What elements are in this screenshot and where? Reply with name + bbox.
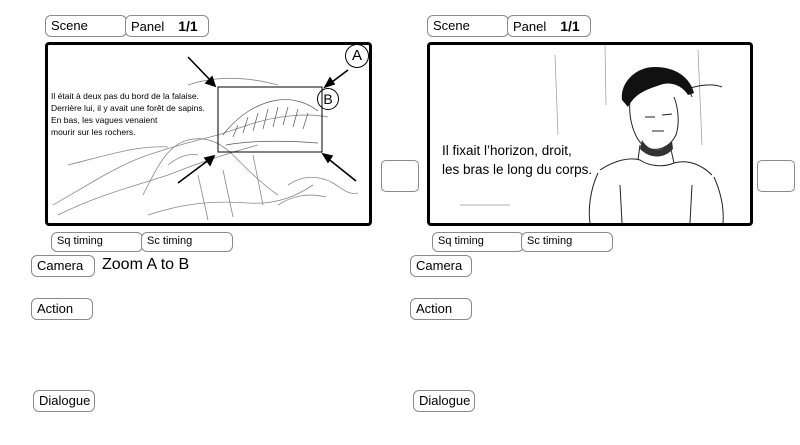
right-dialogue-field[interactable]: Dialogue — [413, 390, 475, 412]
left-action-field[interactable]: Action — [31, 298, 93, 320]
right-panel-number: 1/1 — [560, 18, 580, 34]
right-sc-timing-label: Sc timing — [527, 235, 573, 247]
left-sc-timing-field[interactable]: Sc timing — [141, 232, 233, 252]
left-scene-field[interactable]: Scene — [45, 15, 127, 37]
right-next-tab[interactable] — [757, 160, 795, 192]
right-action-label: Action — [416, 301, 453, 316]
left-panel-number: 1/1 — [178, 18, 198, 34]
caption-line: En bas, les vagues venaient — [51, 115, 158, 125]
right-sq-timing-field[interactable]: Sq timing — [432, 232, 524, 252]
left-next-tab[interactable] — [381, 160, 419, 192]
right-sq-timing-label: Sq timing — [438, 235, 484, 247]
left-camera-note: Zoom A to B — [102, 256, 190, 273]
left-camera-field[interactable]: Camera — [31, 255, 95, 277]
left-dialogue-label: Dialogue — [39, 393, 91, 408]
right-panel-field[interactable]: Panel 1/1 — [507, 15, 591, 37]
left-caption: Il était à deux pas du bord de la falais… — [51, 90, 205, 138]
left-dialogue-field[interactable]: Dialogue — [33, 390, 95, 412]
caption-line: Derrière lui, il y avait une forêt de sa… — [51, 103, 206, 113]
caption-line: les bras le long du corps. — [442, 162, 593, 177]
left-panel-label: Panel — [131, 19, 165, 34]
left-storyboard-frame: A B Il était à deux pas du bord de la fa… — [45, 42, 372, 226]
right-scene-field[interactable]: Scene — [427, 15, 509, 37]
right-action-field[interactable]: Action — [410, 298, 472, 320]
right-camera-label: Camera — [416, 258, 463, 273]
right-panel-label: Panel — [513, 19, 547, 34]
right-sc-timing-field[interactable]: Sc timing — [521, 232, 613, 252]
character-sketch — [460, 45, 724, 223]
left-sq-timing-label: Sq timing — [57, 235, 103, 247]
caption-line: mourir sur les rochers. — [51, 127, 136, 137]
right-scene-label: Scene — [433, 18, 470, 33]
marker-b: B — [317, 88, 339, 110]
right-dialogue-label: Dialogue — [419, 393, 471, 408]
left-scene-label: Scene — [51, 18, 88, 33]
caption-line: Il était à deux pas du bord de la falais… — [51, 91, 199, 101]
marker-a: A — [345, 45, 369, 68]
caption-line: Il fixait l’horizon, droit, — [442, 143, 572, 158]
cliff-sketch — [52, 56, 359, 221]
left-panel-field[interactable]: Panel 1/1 — [125, 15, 209, 37]
left-sc-timing-label: Sc timing — [147, 235, 193, 247]
left-sq-timing-field[interactable]: Sq timing — [51, 232, 143, 252]
left-camera-label: Camera — [37, 258, 84, 273]
left-action-label: Action — [37, 301, 74, 316]
right-caption: Il fixait l’horizon, droit, les bras le … — [442, 141, 592, 179]
right-storyboard-frame: Il fixait l’horizon, droit, les bras le … — [427, 42, 753, 226]
right-camera-field[interactable]: Camera — [410, 255, 472, 277]
